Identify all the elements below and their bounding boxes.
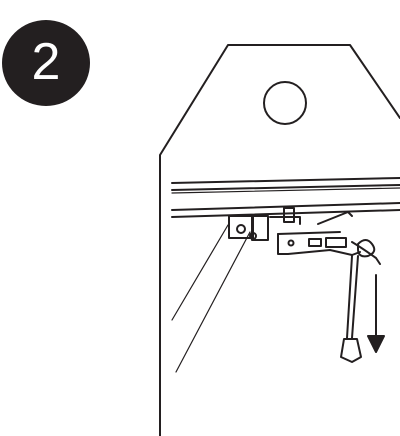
door-edge-lines [171, 224, 251, 373]
step-badge: 2 [2, 20, 90, 106]
release-cord-icon [346, 239, 381, 339]
hanger-hole-icon [263, 81, 307, 125]
step-number: 2 [31, 33, 61, 91]
door-rail-icon [171, 177, 400, 218]
pull-handle-icon [340, 338, 362, 363]
trolley-bracket-icon [228, 207, 361, 256]
pull-down-arrow-icon [367, 274, 385, 353]
panel-outline [159, 44, 400, 436]
